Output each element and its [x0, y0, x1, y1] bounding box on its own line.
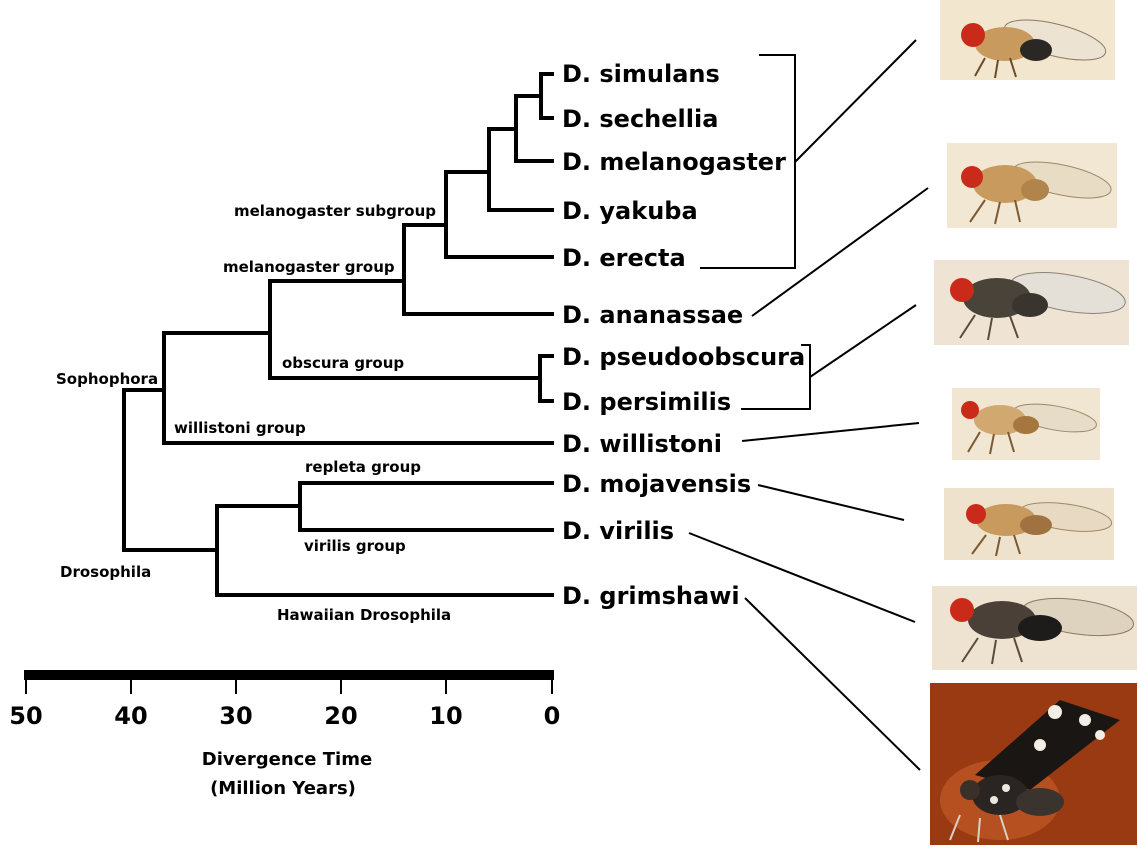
tick-label-20: 20 [324, 702, 357, 730]
branch-grimshawi [122, 504, 554, 597]
species-label-willistoni: D. willistoni [562, 430, 722, 458]
tick-label-40: 40 [114, 702, 147, 730]
species-label-mojavensis: D. mojavensis [562, 470, 751, 498]
fly-image-willistoni [952, 388, 1100, 460]
species-labels: D. simulans D. sechellia D. melanogaster… [562, 60, 805, 610]
bracket-obscura [741, 304, 917, 410]
connector-ananassae [751, 187, 929, 317]
axis-title-line2: (Million Years) [210, 778, 356, 799]
connector-lines [688, 39, 929, 771]
label-hawaiian-drosophila: Hawaiian Drosophila [277, 606, 451, 624]
label-virilis-group: virilis group [304, 537, 406, 555]
label-melanogaster-group: melanogaster group [223, 258, 395, 276]
species-label-melanogaster: D. melanogaster [562, 148, 786, 176]
connector-grimshawi [744, 597, 921, 771]
label-willistoni-group: willistoni group [174, 419, 306, 437]
time-axis: 50 40 30 20 10 0 Divergence Time (Millio… [9, 670, 560, 799]
connector-virilis [688, 532, 916, 623]
tick-label-0: 0 [544, 702, 561, 730]
branch-yakuba [444, 127, 554, 212]
tick-label-10: 10 [429, 702, 462, 730]
fly-image-melanogaster-subgroup [940, 0, 1115, 80]
branch-simulans-sechellia [514, 72, 554, 120]
label-repleta-group: repleta group [305, 458, 421, 476]
species-label-erecta: D. erecta [562, 244, 686, 272]
species-label-grimshawi: D. grimshawi [562, 582, 740, 610]
species-label-ananassae: D. ananassae [562, 301, 743, 329]
species-label-yakuba: D. yakuba [562, 197, 698, 225]
branch-erecta [402, 170, 554, 259]
bracket-melanogaster-subgroup [700, 39, 917, 269]
connector-mojavensis [757, 484, 905, 521]
axis-tick-marks [25, 680, 553, 694]
label-obscura-group: obscura group [282, 354, 404, 372]
connector-willistoni [741, 422, 920, 442]
label-sophophora: Sophophora [56, 370, 158, 388]
branch-willistoni [122, 331, 554, 445]
species-label-persimilis: D. persimilis [562, 388, 731, 416]
fly-image-virilis [932, 586, 1137, 670]
fly-image-repleta [944, 488, 1114, 560]
branch-sophophora-inner [162, 279, 272, 380]
species-label-sechellia: D. sechellia [562, 105, 718, 133]
group-labels: melanogaster subgroup melanogaster group… [56, 202, 451, 624]
fly-image-obscura [934, 260, 1129, 345]
tick-label-50: 50 [9, 702, 42, 730]
axis-bar [24, 670, 554, 680]
label-melanogaster-subgroup: melanogaster subgroup [234, 202, 436, 220]
species-label-pseudoobscura: D. pseudoobscura [562, 343, 805, 371]
label-drosophila: Drosophila [60, 563, 151, 581]
tick-label-30: 30 [219, 702, 252, 730]
fly-image-grimshawi [930, 683, 1137, 845]
fly-illustrations [930, 0, 1137, 845]
axis-title-line1: Divergence Time [202, 749, 372, 770]
species-label-virilis: D. virilis [562, 517, 674, 545]
phylogenetic-tree [122, 72, 554, 597]
branch-mojavensis-virilis [215, 481, 554, 532]
branch-ananassae [268, 223, 554, 316]
branch-melanogaster [487, 94, 554, 163]
fly-image-ananassae [947, 143, 1117, 228]
branch-pseudoobscura-persimilis [268, 354, 554, 403]
species-label-simulans: D. simulans [562, 60, 720, 88]
